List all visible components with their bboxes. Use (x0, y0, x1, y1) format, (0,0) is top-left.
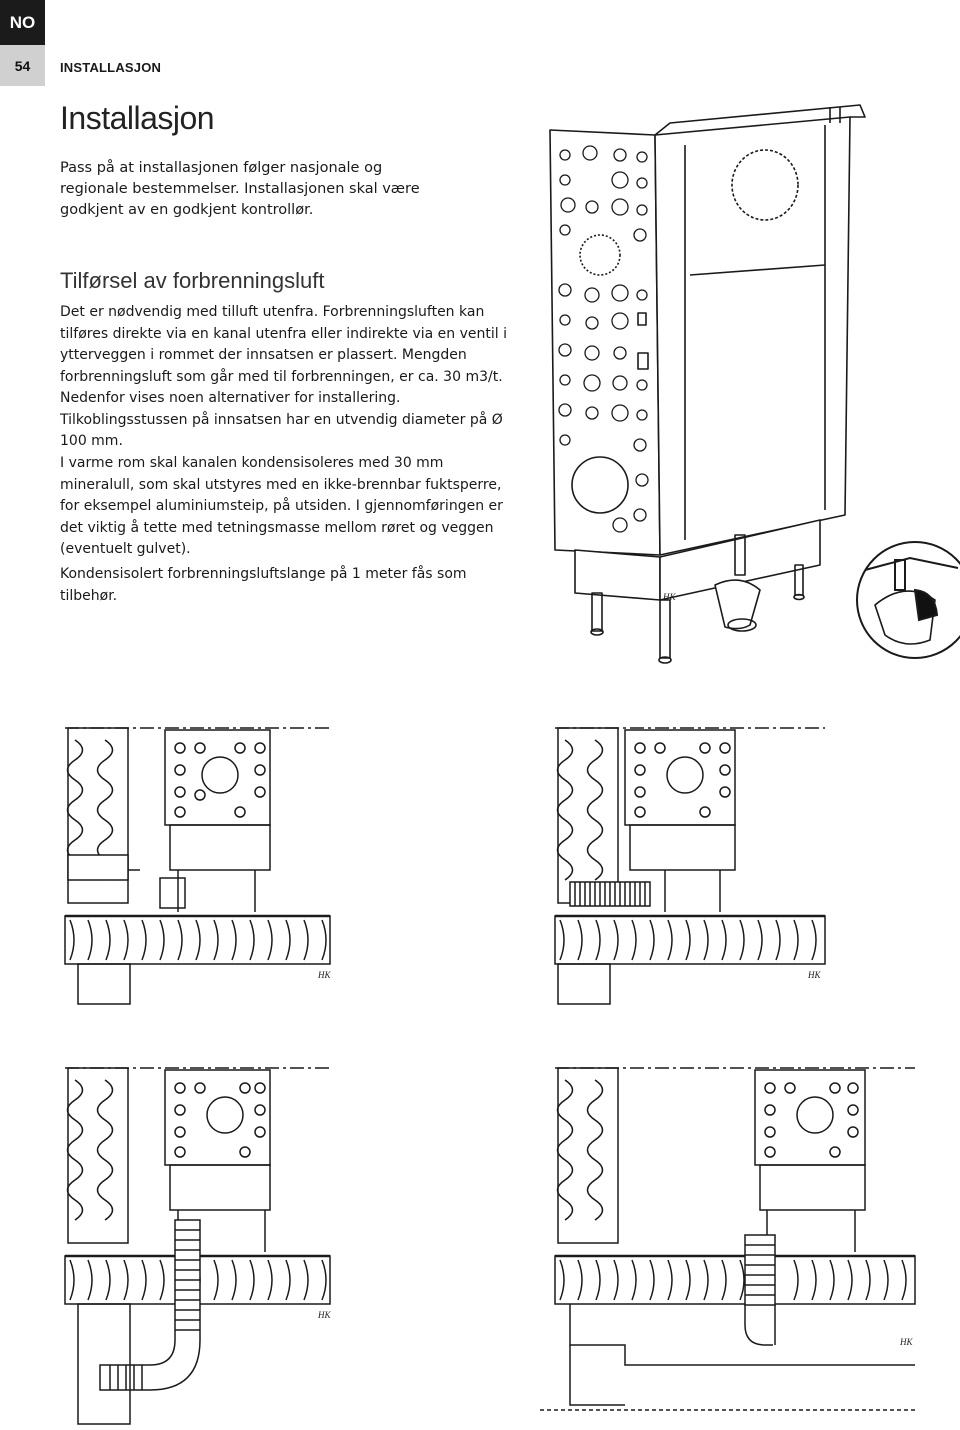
page-title: Installasjon (60, 100, 215, 136)
language-tab: NO (0, 0, 45, 45)
install-diagram-wall-inlet: HK (64, 727, 331, 1005)
insert-isometric-illustration: HK (549, 104, 960, 664)
page-number: 54 (0, 45, 45, 86)
svg-text:HK: HK (807, 970, 821, 980)
install-diagram-floor-crawlspace: HK (540, 1067, 916, 1411)
svg-text:HK: HK (317, 1310, 331, 1320)
svg-text:HK: HK (899, 1337, 913, 1347)
install-diagram-floor-hose: HK (64, 1067, 331, 1425)
subheading: Tilførsel av forbrenningsluft (60, 268, 325, 293)
section-label: INSTALLASJON (60, 60, 162, 75)
body-paragraph-1: Det er nødvendig med tilluft utenfra. Fo… (60, 304, 507, 449)
intro-paragraph: Pass på at installasjonen følger nasjona… (60, 160, 420, 218)
body-paragraph-3: Kondensisolert forbrenningsluftslange på… (60, 566, 467, 604)
svg-text:HK: HK (662, 592, 676, 602)
body-paragraph-2: I varme rom skal kanalen kondensisoleres… (60, 455, 503, 557)
install-diagram-wall-hose: HK (554, 727, 826, 1005)
svg-text:HK: HK (317, 970, 331, 980)
